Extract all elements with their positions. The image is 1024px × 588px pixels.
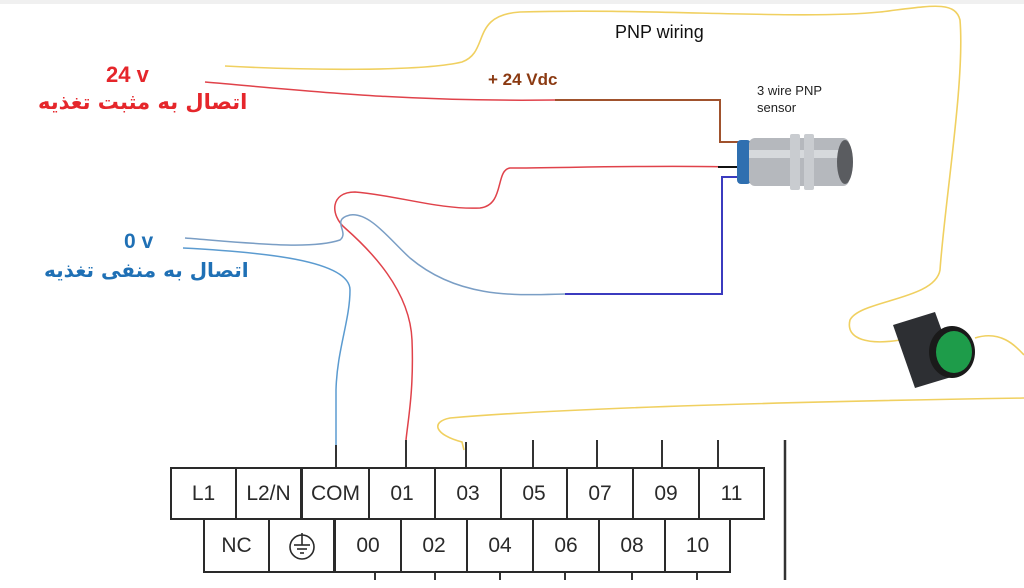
terminal-09: 09 <box>632 467 700 520</box>
sensor-label-line1: 3 wire PNP <box>757 83 823 98</box>
negative-voltage-label: 0 v <box>124 230 154 253</box>
diagram-title: PNP wiring <box>615 22 704 42</box>
blue-wire-0v-main <box>184 214 566 296</box>
red-wire-signal <box>334 165 734 441</box>
ground-icon <box>288 532 315 560</box>
terminal-ground <box>268 518 336 573</box>
terminal-com: COM <box>300 467 370 520</box>
sensor-label: 3 wire PNP sensor <box>757 82 822 116</box>
terminal-pins <box>335 440 787 580</box>
brown-wire-sensor <box>555 99 740 143</box>
plus-24vdc-label: + 24 Vdc <box>488 70 558 89</box>
terminal-01: 01 <box>368 467 436 520</box>
terminal-nc: NC <box>203 518 270 573</box>
terminal-08: 08 <box>598 518 666 573</box>
terminal-05: 05 <box>500 467 568 520</box>
blue-wire-sensor <box>565 176 740 295</box>
red-wire-24v-to-sensor <box>204 81 556 101</box>
terminal-11: 11 <box>698 467 765 520</box>
terminal-l1: L1 <box>170 467 237 520</box>
terminal-06: 06 <box>532 518 600 573</box>
yellow-wire-top <box>224 5 962 343</box>
terminal-10: 10 <box>664 518 731 573</box>
terminal-04: 04 <box>466 518 534 573</box>
indicator-lamp-icon <box>893 312 975 388</box>
terminal-03: 03 <box>434 467 502 520</box>
sensor-label-line2: sensor <box>757 100 797 115</box>
yellow-wire-bottom <box>437 335 1024 451</box>
positive-voltage-label: 24 v <box>106 62 149 87</box>
terminal-l2n: L2/N <box>235 467 302 520</box>
blue-wire-to-com <box>182 247 351 445</box>
terminal-00: 00 <box>334 518 402 573</box>
pnp-sensor-icon <box>737 134 853 190</box>
terminal-07: 07 <box>566 467 634 520</box>
negative-supply-caption: اتصال به منفی تغذیه <box>44 258 249 282</box>
positive-supply-caption: اتصال به مثبت تغذیه <box>38 90 248 114</box>
terminal-02: 02 <box>400 518 468 573</box>
top-edge <box>0 0 1024 4</box>
